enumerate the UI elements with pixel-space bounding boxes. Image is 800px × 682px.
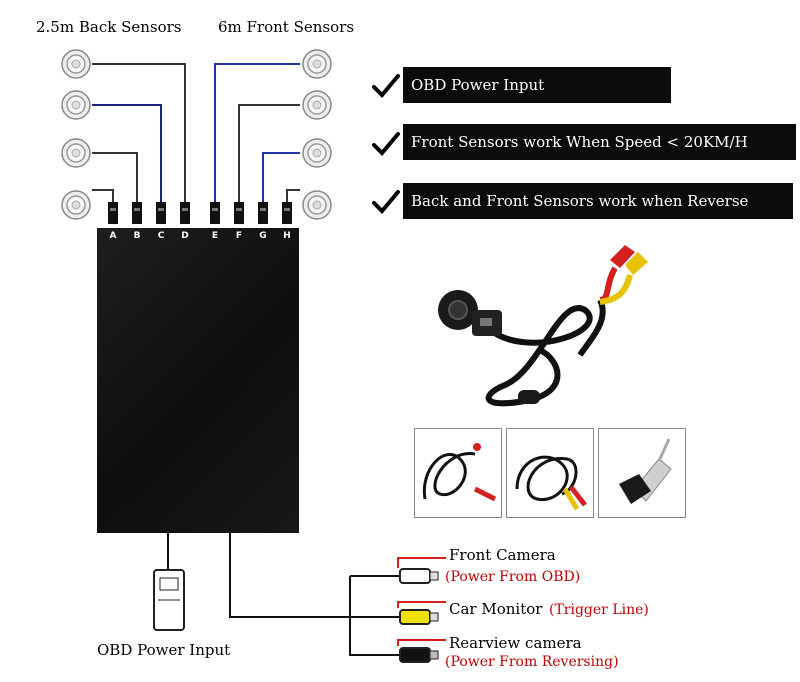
- port-label-d: D: [181, 231, 189, 241]
- parking-sensor-icon: [61, 49, 91, 79]
- port-label-e: E: [211, 231, 219, 241]
- back-sensors-header: 2.5m Back Sensors: [36, 18, 182, 36]
- parking-sensor-icon: [302, 190, 332, 220]
- camera-illustration: [438, 245, 648, 407]
- parking-sensor-icon: [302, 49, 332, 79]
- rearview-camera-title: Rearview camera: [449, 634, 582, 652]
- front-sensors-header: 6m Front Sensors: [218, 18, 355, 36]
- feature-banner-reverse: Back and Front Sensors work when Reverse: [403, 183, 793, 219]
- parking-sensor-icon: [61, 138, 91, 168]
- front-camera-title: Front Camera: [449, 546, 556, 564]
- port-label-b: B: [133, 231, 141, 241]
- car-monitor-sub: (Trigger Line): [549, 602, 649, 618]
- car-monitor-title: Car Monitor: [449, 600, 543, 618]
- checkmark-icon: [372, 190, 400, 214]
- cable-coil-icon: [515, 455, 587, 511]
- checkmark-icon: [372, 132, 400, 156]
- rearview-camera-sub: (Power From Reversing): [445, 654, 619, 670]
- port-label-h: H: [283, 231, 291, 241]
- port-label-f: F: [235, 231, 243, 241]
- accessory-photo-cable-1: [414, 428, 502, 518]
- cable-coil-icon: [422, 443, 497, 502]
- feature-banner-front-speed: Front Sensors work When Speed < 20KM/H: [403, 124, 796, 160]
- hole-saw-icon: [619, 438, 672, 504]
- parking-sensor-icon: [61, 90, 91, 120]
- parking-sensor-icon: [61, 190, 91, 220]
- checkmark-icon: [372, 74, 400, 98]
- feature-banner-obd: OBD Power Input: [403, 67, 671, 103]
- accessory-photo-cable-2: [506, 428, 594, 518]
- front-camera-sub: (Power From OBD): [445, 569, 581, 585]
- accessory-photo-drill: [598, 428, 686, 518]
- control-box: [97, 228, 299, 533]
- obd-power-input-label: OBD Power Input: [97, 641, 231, 659]
- parking-sensor-icon: [302, 138, 332, 168]
- port-label-c: C: [157, 231, 165, 241]
- parking-sensor-icon: [302, 90, 332, 120]
- port-label-g: G: [259, 231, 267, 241]
- port-label-a: A: [109, 231, 117, 241]
